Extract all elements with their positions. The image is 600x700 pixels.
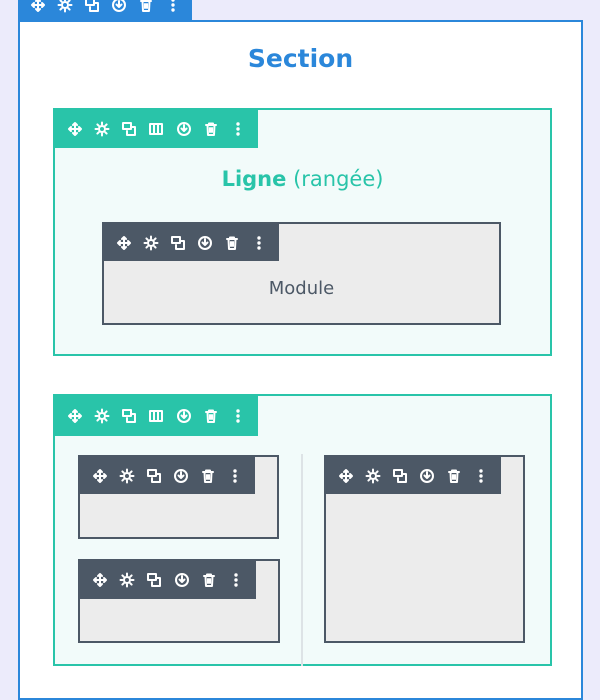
trash-icon[interactable] <box>195 561 222 599</box>
trash-icon[interactable] <box>197 396 224 436</box>
module-toolbar <box>104 224 279 261</box>
columns-icon[interactable] <box>143 396 170 436</box>
duplicate-icon[interactable] <box>386 457 413 494</box>
save-icon[interactable] <box>192 224 219 261</box>
move-icon[interactable] <box>61 110 88 148</box>
module-toolbar-right <box>326 457 501 494</box>
trash-icon[interactable] <box>195 457 222 494</box>
more-icon[interactable] <box>225 396 252 436</box>
row-title: Ligne (rangée) <box>53 167 552 191</box>
gear-icon[interactable] <box>137 224 164 261</box>
duplicate-icon[interactable] <box>116 396 143 436</box>
move-icon[interactable] <box>24 0 51 20</box>
save-icon[interactable] <box>170 110 197 148</box>
module-toolbar-left-top <box>80 457 255 494</box>
column-divider <box>301 454 303 666</box>
trash-icon[interactable] <box>197 110 224 148</box>
row-title-main: Ligne <box>221 167 287 191</box>
move-icon[interactable] <box>86 457 113 494</box>
more-icon[interactable] <box>225 110 252 148</box>
more-icon[interactable] <box>468 457 495 494</box>
module-label: Module <box>268 278 335 299</box>
trash-icon[interactable] <box>219 224 246 261</box>
gear-icon[interactable] <box>88 110 115 148</box>
duplicate-icon[interactable] <box>116 110 143 148</box>
trash-icon[interactable] <box>132 0 159 20</box>
save-icon[interactable] <box>168 561 195 599</box>
module-toolbar-left-bottom <box>80 561 256 599</box>
gear-icon[interactable] <box>359 457 386 494</box>
move-icon[interactable] <box>86 561 113 599</box>
row-title-sub: (rangée) <box>293 167 384 191</box>
trash-icon[interactable] <box>441 457 468 494</box>
gear-icon[interactable] <box>88 396 115 436</box>
duplicate-icon[interactable] <box>78 0 105 20</box>
gear-icon[interactable] <box>51 0 78 20</box>
duplicate-icon[interactable] <box>141 561 168 599</box>
more-icon[interactable] <box>159 0 186 20</box>
section-toolbar <box>18 0 192 20</box>
move-icon[interactable] <box>332 457 359 494</box>
more-icon[interactable] <box>246 224 273 261</box>
save-icon[interactable] <box>170 396 197 436</box>
duplicate-icon[interactable] <box>164 224 191 261</box>
row-toolbar-2 <box>55 396 258 436</box>
save-icon[interactable] <box>168 457 195 494</box>
gear-icon[interactable] <box>113 457 140 494</box>
save-icon[interactable] <box>414 457 441 494</box>
duplicate-icon[interactable] <box>140 457 167 494</box>
gear-icon[interactable] <box>113 561 140 599</box>
row-toolbar-1 <box>55 110 258 148</box>
more-icon[interactable] <box>223 561 250 599</box>
save-icon[interactable] <box>105 0 132 20</box>
more-icon[interactable] <box>222 457 249 494</box>
section-title: Section <box>247 44 354 73</box>
move-icon[interactable] <box>61 396 88 436</box>
columns-icon[interactable] <box>143 110 170 148</box>
move-icon[interactable] <box>110 224 137 261</box>
